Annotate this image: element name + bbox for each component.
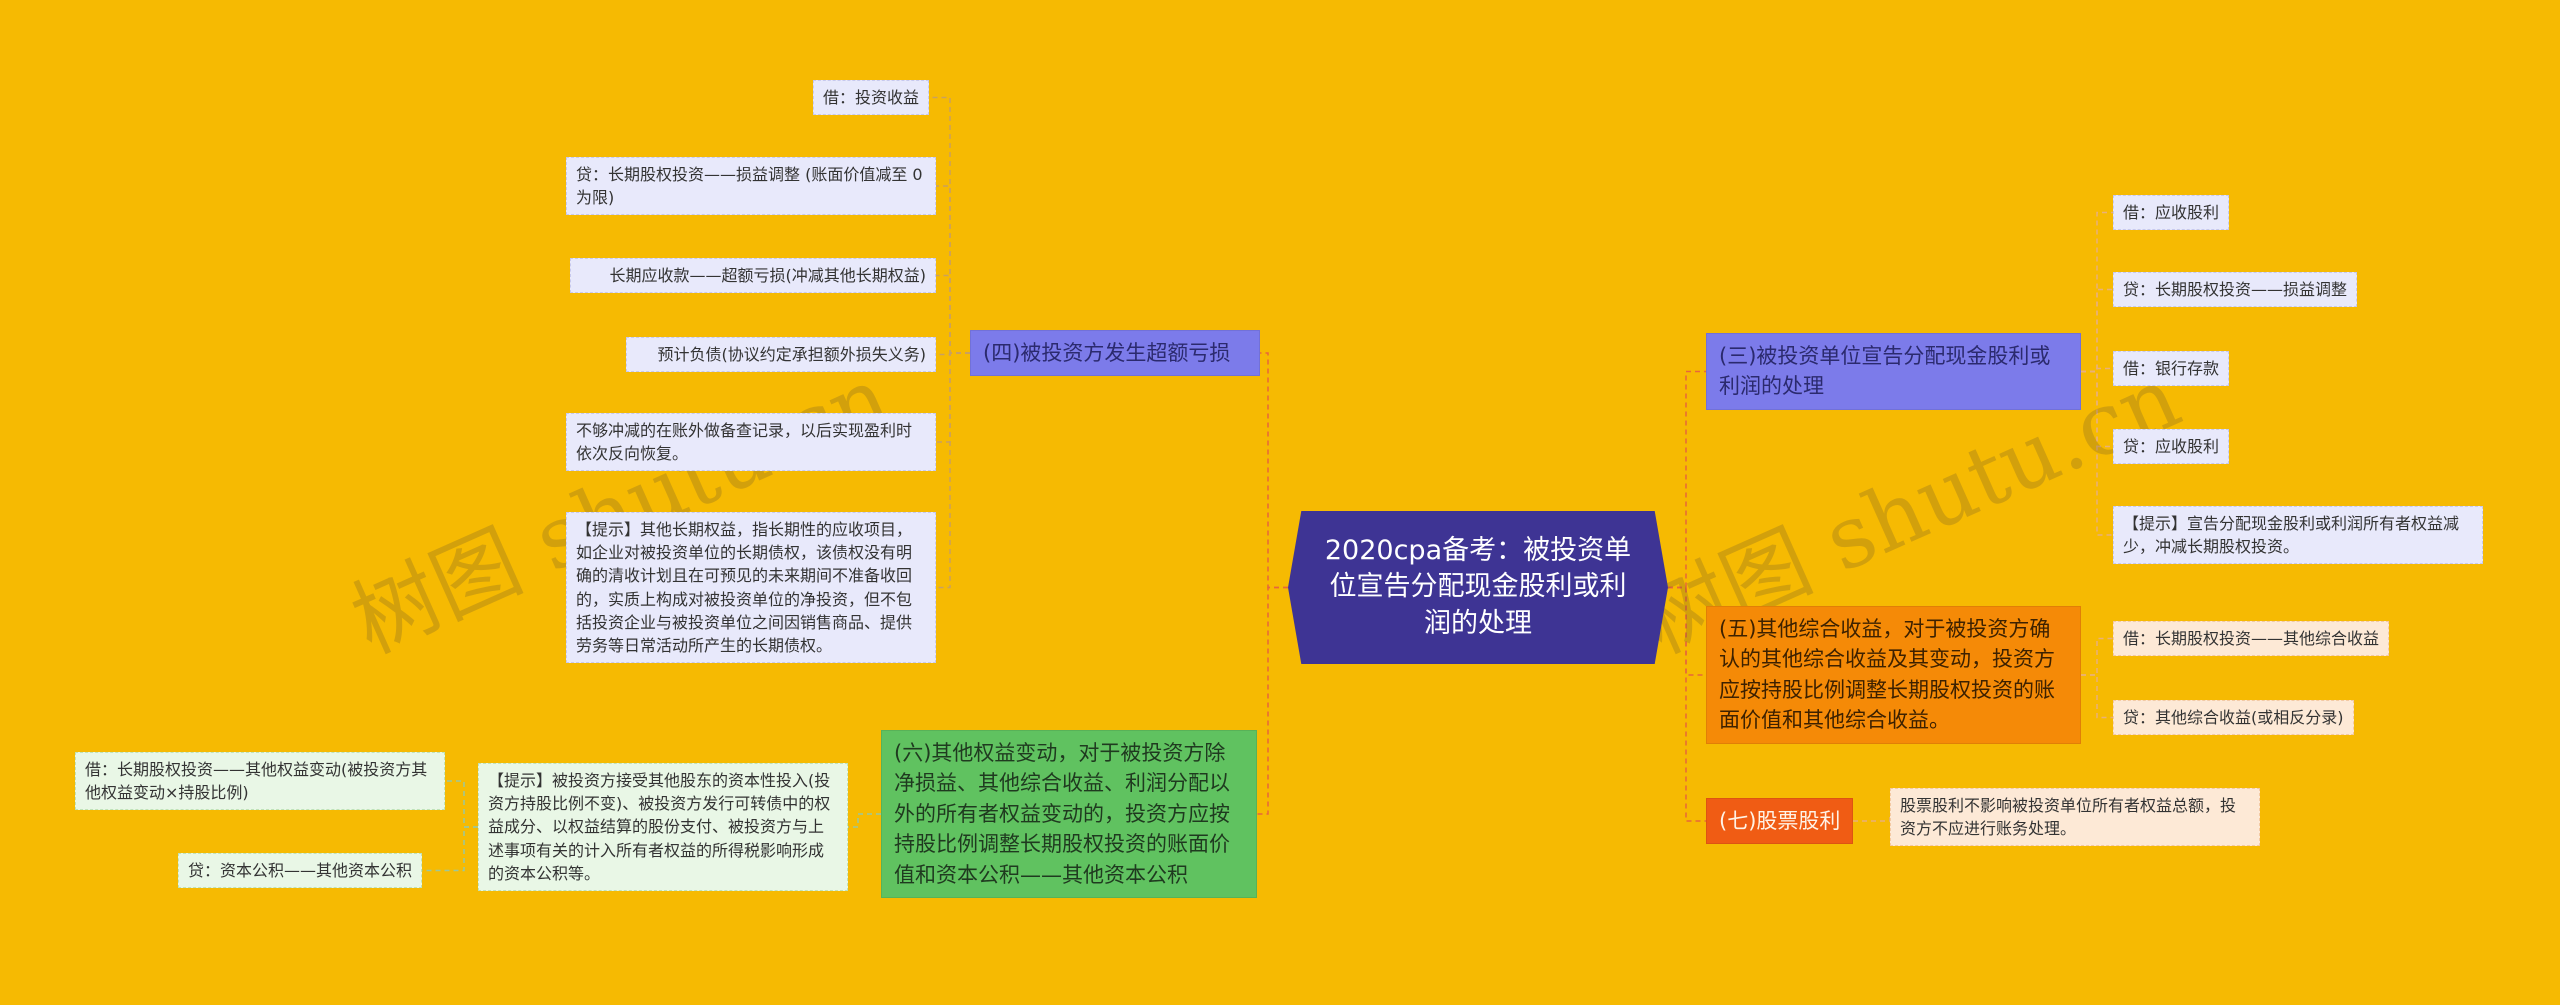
leaf-debit-dividend-receivable[interactable]: 借：应收股利 xyxy=(2113,195,2230,231)
leaf-estimated-liability[interactable]: 预计负债(协议约定承担额外损失义务) xyxy=(626,337,936,373)
leaf-stock-dividend-note[interactable]: 股票股利不影响被投资单位所有者权益总额，投资方不应进行账务处理。 xyxy=(1890,788,2260,847)
leaf-debit-lti-other-equity[interactable]: 借：长期股权投资——其他权益变动(被投资方其他权益变动×持股比例) xyxy=(75,752,445,811)
connector-line xyxy=(2081,637,2113,676)
connector-line xyxy=(445,780,478,828)
connector-line xyxy=(1668,586,1706,676)
central-topic-title: 2020cpa备考：被投资单位宣告分配现金股利或利润的处理 xyxy=(1324,534,1632,639)
connector-line xyxy=(2081,674,2113,719)
connector-line xyxy=(2081,288,2113,373)
branch-excess-loss[interactable]: (四)被投资方发生超额亏损 xyxy=(970,330,1260,377)
connector-line xyxy=(1668,586,1706,822)
central-topic[interactable]: 2020cpa备考：被投资单位宣告分配现金股利或利润的处理 xyxy=(1288,511,1668,664)
connector-line xyxy=(1853,817,1891,822)
leaf-debit-bank-deposit[interactable]: 借：银行存款 xyxy=(2113,351,2230,387)
connector-line xyxy=(2081,367,2113,373)
connector-line xyxy=(936,352,970,443)
connector-line xyxy=(422,826,478,872)
connector-line xyxy=(936,352,970,589)
connector-line xyxy=(1257,586,1288,815)
leaf-tip-other-long-term-equity[interactable]: 【提示】其他长期权益，指长期性的应收项目，如企业对被投资单位的长期债权，该债权没… xyxy=(566,512,936,664)
connector-line xyxy=(1668,370,1706,589)
leaf-long-term-receivable[interactable]: 长期应收款——超额亏损(冲减其他长期权益) xyxy=(570,258,936,294)
leaf-memo-record[interactable]: 不够冲减的在账外做备查记录，以后实现盈利时依次反向恢复。 xyxy=(566,413,936,472)
connector-line xyxy=(2081,370,2113,448)
connector-line xyxy=(936,185,970,354)
branch-stock-dividend[interactable]: (七)股票股利 xyxy=(1706,798,1854,845)
leaf-credit-oci[interactable]: 贷：其他综合收益(或相反分录) xyxy=(2113,700,2354,736)
leaf-credit-dividend-receivable[interactable]: 贷：应收股利 xyxy=(2113,429,2230,465)
branch-dividend-handling[interactable]: (三)被投资单位宣告分配现金股利或利润的处理 xyxy=(1706,333,2081,410)
connector-line xyxy=(1260,352,1288,589)
leaf-tip-dividend[interactable]: 【提示】宣告分配现金股利或利润所有者权益减少，冲减长期股权投资。 xyxy=(2113,506,2483,565)
leaf-debit-lti-oci[interactable]: 借：长期股权投资——其他综合收益 xyxy=(2113,621,2390,657)
leaf-tip-capital-reserve[interactable]: 【提示】被投资方接受其他股东的资本性投入(投资方持股比例不变)、被投资方发行可转… xyxy=(478,763,848,891)
leaf-credit-lti-to-zero[interactable]: 贷：长期股权投资——损益调整 (账面价值减至 0 为限) xyxy=(566,157,936,216)
leaf-credit-capital-reserve[interactable]: 贷：资本公积——其他资本公积 xyxy=(178,853,423,889)
connector-line xyxy=(2081,211,2113,373)
branch-other-comprehensive-income[interactable]: (五)其他综合收益，对于被投资方确认的其他综合收益及其变动，投资方应按持股比例调… xyxy=(1706,606,2081,744)
leaf-debit-investment-income[interactable]: 借：投资收益 xyxy=(813,80,930,116)
leaf-credit-lti-pl-adjust[interactable]: 贷：长期股权投资——损益调整 xyxy=(2113,272,2358,308)
connector-line xyxy=(936,274,970,354)
branch-other-equity-change[interactable]: (六)其他权益变动，对于被投资方除净损益、其他综合收益、利润分配以外的所有者权益… xyxy=(881,730,1257,899)
connector-line xyxy=(936,352,970,356)
connector-line xyxy=(2081,370,2113,536)
connector-line xyxy=(848,813,881,828)
